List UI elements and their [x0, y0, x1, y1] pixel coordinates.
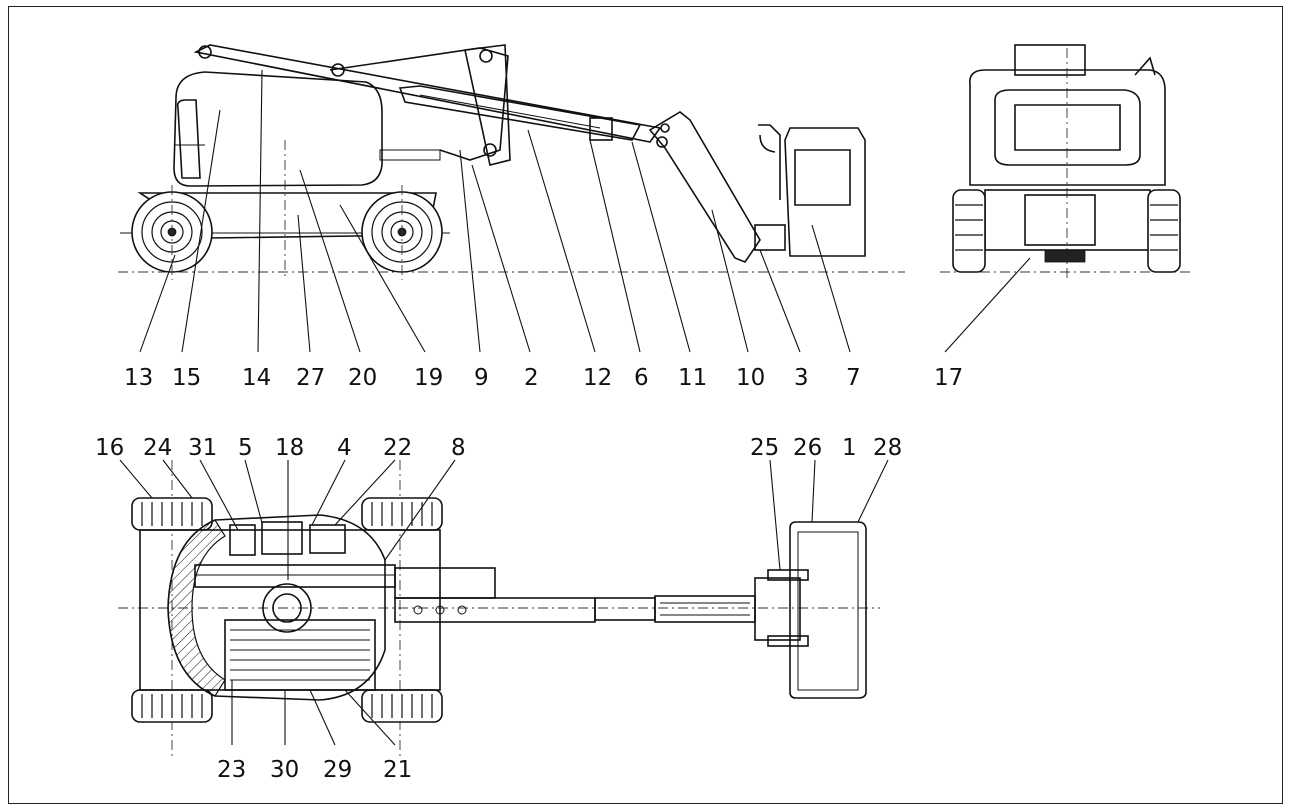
- callout-15: 15: [172, 365, 201, 391]
- callout-26: 26: [793, 435, 822, 461]
- rear-tire-treads: [955, 204, 1178, 251]
- callout-5: 5: [238, 435, 253, 461]
- callout-30: 30: [270, 757, 299, 783]
- callout-8: 8: [451, 435, 466, 461]
- callout-28: 28: [873, 435, 902, 461]
- callout-9: 9: [474, 365, 489, 391]
- callout-leaders: [119, 69, 1031, 746]
- callout-19: 19: [414, 365, 443, 391]
- top-tire-treads: [141, 502, 433, 718]
- callout-11: 11: [678, 365, 707, 391]
- rear-view: [940, 44, 1190, 278]
- callout-4: 4: [337, 435, 352, 461]
- engine-lines: [230, 629, 370, 681]
- top-view: [118, 460, 880, 760]
- drawing-frame: [8, 6, 1283, 804]
- callout-12: 12: [583, 365, 612, 391]
- callout-13: 13: [124, 365, 153, 391]
- callout-6: 6: [634, 365, 649, 391]
- callout-20: 20: [348, 365, 377, 391]
- callout-27: 27: [296, 365, 325, 391]
- side-view: [118, 44, 905, 280]
- callout-2: 2: [524, 365, 539, 391]
- callout-21: 21: [383, 757, 412, 783]
- callout-numbers: 13 15 14 27 20 19 9 2 12 6 11 10 3 7 17 …: [95, 365, 963, 783]
- callout-17: 17: [934, 365, 963, 391]
- callout-22: 22: [383, 435, 412, 461]
- callout-23: 23: [217, 757, 246, 783]
- callout-18: 18: [275, 435, 304, 461]
- callout-25: 25: [750, 435, 779, 461]
- callout-16: 16: [95, 435, 124, 461]
- callout-31: 31: [188, 435, 217, 461]
- callout-7: 7: [846, 365, 861, 391]
- callout-3: 3: [794, 365, 809, 391]
- callout-24: 24: [143, 435, 172, 461]
- callout-29: 29: [323, 757, 352, 783]
- callout-10: 10: [736, 365, 765, 391]
- callout-14: 14: [242, 365, 271, 391]
- callout-1: 1: [842, 435, 857, 461]
